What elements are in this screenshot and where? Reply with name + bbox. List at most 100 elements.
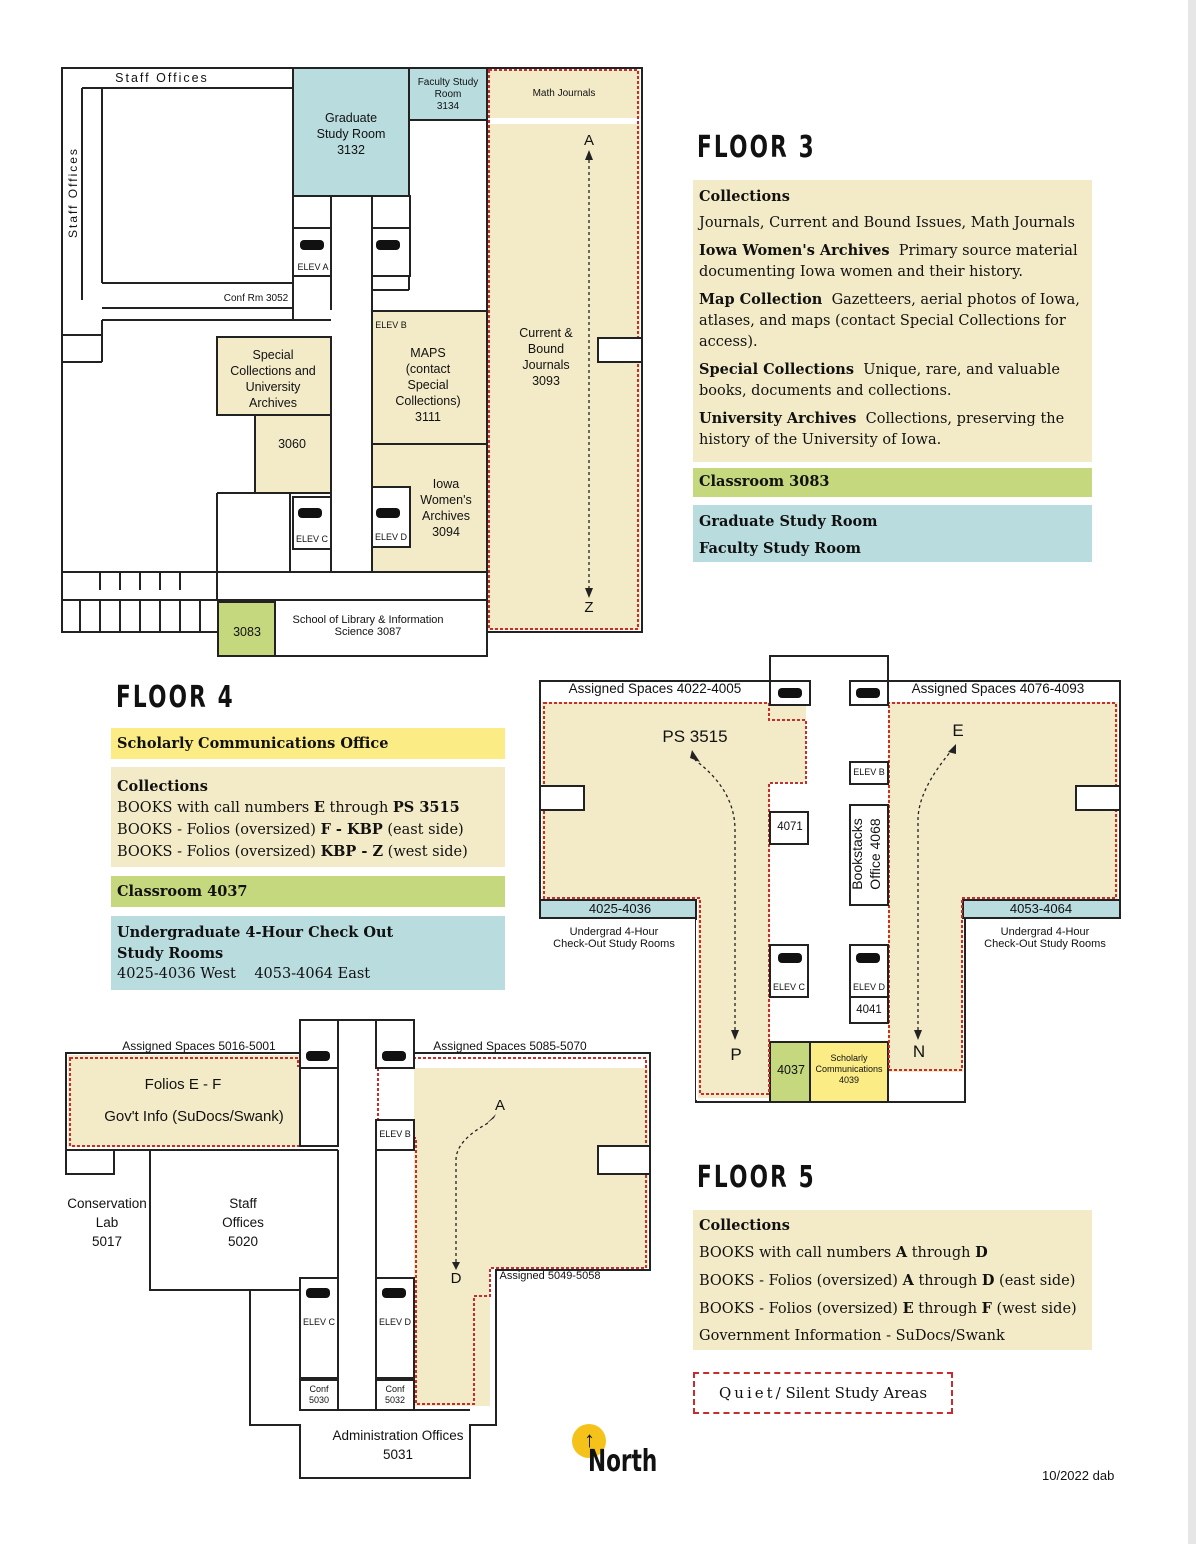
floor3-school-library-label: School of Library & Information Science … [292, 614, 444, 638]
floor3-room-3060: 3060 [278, 437, 306, 451]
north-label: North [588, 1444, 658, 1479]
floor4-heading: FLOOR 4 [116, 680, 235, 715]
floor3-math-journals-label: Math Journals [532, 88, 596, 99]
floor5-conf-5030: Conf 5030 [308, 1384, 330, 1405]
page-edge [1188, 0, 1196, 1544]
floor4-books-e: E [313, 799, 325, 816]
floor3-map-entry: Map Collection Gazetteers, aerial photos… [699, 289, 1086, 353]
floor5-l2-a: A [902, 1272, 914, 1289]
floor3-collections-panel: Collections Journals, Current and Bound … [693, 180, 1092, 462]
floor4-assigned-east: Assigned Spaces 4076-4093 [911, 681, 1085, 696]
date-stamp: 10/2022 dab [1042, 1468, 1115, 1483]
floor3-current-journals-label: Current & Bound Journals 3093 [519, 326, 573, 388]
floor3-iwa-entry: Iowa Women's Archives Primary source mat… [699, 240, 1086, 283]
floor4-elev-d: ELEV D [852, 982, 885, 992]
floor4-books-pre: BOOKS with call numbers [117, 800, 314, 816]
floor4-folio1-line: BOOKS - Folios (oversized) F - KBP (east… [117, 819, 499, 841]
floor4-collections-title: Collections [117, 778, 208, 795]
floor5-west-tan [68, 1055, 338, 1147]
floor5-folio-east-line: BOOKS - Folios (oversized) A through D (… [699, 1267, 1086, 1295]
floor5-l2-d: D [981, 1272, 995, 1289]
floor5-a-label: A [494, 1097, 505, 1114]
floor4-elev-c: ELEV C [772, 982, 805, 992]
floor4-rooms-west: 4025-4036 [588, 901, 652, 916]
floor5-east-tan [412, 1068, 648, 1406]
floor3-maps-label: MAPS (contact Special Collections) 3111 [395, 346, 461, 424]
floor5-folios-label: Folios E - F [144, 1076, 222, 1093]
floor3-special-text: Unique, rare, and valuable books, docume… [699, 362, 1060, 399]
floor3-study-panel: Graduate Study Room Faculty Study Room [693, 505, 1092, 562]
floor3-faculty-study-fill [408, 67, 488, 121]
floor5-l3-pre: BOOKS - Folios (oversized) [699, 1301, 903, 1317]
floor3-range-start: A [583, 132, 594, 149]
floor4-folio1-post: (east side) [382, 822, 464, 838]
floor4-folio2-post: (west side) [383, 844, 468, 860]
floor5-folio-west-line: BOOKS - Folios (oversized) E through F (… [699, 1295, 1086, 1323]
quiet-study-legend: Quiet/ Silent Study Areas [693, 1372, 953, 1414]
floor3-grad-study-fill [292, 67, 410, 197]
floor4-folio2-range: KBP - Z [320, 843, 384, 860]
quiet-word: Quiet [718, 1384, 776, 1402]
floor3-range-end: Z [584, 599, 594, 616]
floor5-l2-post: (east side) [994, 1273, 1076, 1289]
floor5-assigned-west: Assigned Spaces 5016-5001 [122, 1039, 276, 1053]
quiet-rest: / Silent Study Areas [775, 1384, 928, 1402]
floor3-heading: FLOOR 3 [697, 130, 816, 165]
floor4-e-label: E [952, 721, 964, 740]
floor3-current-journals-fill [487, 124, 640, 630]
floor3-iwa-text: Primary source material documenting Iowa… [699, 243, 1078, 280]
floor4-ps-label: PS 3515 [662, 727, 728, 746]
floor3-classroom-panel: Classroom 3083 [693, 468, 1092, 497]
north-marker: ↑ North [572, 1424, 662, 1484]
floor5-staff-label: Staff Offices 5020 [222, 1196, 264, 1249]
floor3-staff-offices-side: Staff Offices [66, 147, 80, 238]
floor3-faculty-study-label: Faculty Study Room 3134 [417, 77, 479, 112]
floor4-books-ps: PS 3515 [392, 799, 460, 816]
floor5-l3-mid: through [913, 1301, 982, 1317]
floor4-n-label: N [912, 1042, 926, 1061]
floor5-books-line: BOOKS with call numbers A through D [699, 1239, 1086, 1267]
floor4-books-line: BOOKS with call numbers E through PS 351… [117, 797, 499, 819]
floor3-special-entry: Special Collections Unique, rare, and va… [699, 359, 1086, 402]
floor4-bookstacks-label: Bookstacks Office 4068 [849, 818, 883, 890]
floor4-p-label: P [730, 1045, 742, 1064]
floor5-l1-a: A [895, 1244, 908, 1261]
floor4-east-rooms [962, 899, 1121, 919]
floor4-west-range-arrow [694, 759, 736, 1030]
floor4-room-4037: 4037 [777, 1063, 805, 1077]
floor5-l3-post: (west side) [991, 1301, 1077, 1317]
floor4-assigned-west: Assigned Spaces 4022-4005 [568, 681, 742, 696]
north-arrow-icon: ↑ [584, 1427, 595, 1452]
floor3-classroom-label: 3083 [233, 625, 261, 639]
floor5-admin-label: Administration Offices 5031 [332, 1428, 464, 1462]
floor5-elev-d: ELEV D [378, 1317, 411, 1327]
floor4-classroom-panel: Classroom 4037 [111, 876, 505, 907]
floor4-folio1-pre: BOOKS - Folios (oversized) [117, 822, 321, 838]
floor4-scholarly-panel: Scholarly Communications Office [111, 728, 505, 759]
floor4-undergrad-west-label: Undergrad 4-Hour Check-Out Study Rooms [553, 926, 675, 950]
floor4-folio2-pre: BOOKS - Folios (oversized) [117, 844, 321, 860]
floor5-assigned-mid: Assigned 5049-5058 [499, 1270, 601, 1282]
floor3-univ-title: University Archives [699, 410, 857, 427]
floor3-univ-text: Collections, preserving the history of t… [699, 411, 1065, 448]
floor3-special-collections-label: Special Collections and University Archi… [230, 348, 316, 410]
floor5-govinfo-label: Gov't Info (SuDocs/Swank) [104, 1108, 284, 1125]
floor4-undergrad-rooms: 4025-4036 West 4053-4064 East [117, 964, 499, 985]
floor4-room-4071: 4071 [777, 821, 803, 833]
floor3-journals-text: Journals, Current and Bound Issues, Math… [699, 215, 1075, 231]
floor3-3060-fill [254, 414, 332, 494]
floor5-elev-c: ELEV C [302, 1317, 335, 1327]
floor4-collections-panel: Collections BOOKS with call numbers E th… [111, 767, 505, 867]
floor4-scholarly-fill [809, 1041, 889, 1103]
floor3-collections-title: Collections [699, 188, 790, 205]
floor5-l2-pre: BOOKS - Folios (oversized) [699, 1273, 903, 1289]
floor4-room-4041: 4041 [856, 1004, 882, 1016]
floor3-math-journals-fill [487, 70, 640, 118]
floor5-conservation-label: Conservation Lab 5017 [67, 1196, 147, 1249]
floor5-l2-mid: through [913, 1273, 982, 1289]
floor3-univ-entry: University Archives Collections, preserv… [699, 408, 1086, 451]
floor3-elev-c: ELEV C [295, 534, 328, 544]
floor3-iowa-womens-label: Iowa Women's Archives 3094 [420, 477, 472, 539]
floor5-d-label: D [450, 1270, 462, 1287]
